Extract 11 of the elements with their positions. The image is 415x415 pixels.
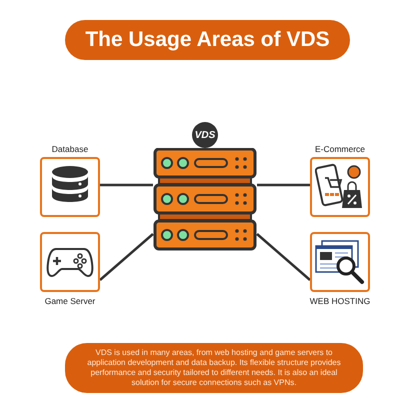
connector-line	[256, 233, 311, 281]
node-label: Game Server	[44, 296, 96, 306]
connector-line	[99, 233, 154, 281]
title-banner: The Usage Areas of VDS	[65, 20, 350, 60]
server-badge: VDS	[192, 122, 218, 148]
connector-line	[257, 184, 310, 186]
node-label: Database	[50, 144, 90, 154]
node-label: E-Commerce	[314, 144, 366, 154]
connector-line	[100, 184, 153, 186]
description-text: VDS is used in many areas, from web hosting and game servers to application development and data backup. Its flexible structure provides performance and security tailored to different needs. It is also an ideal solution for secure connections such as VPNs.	[65, 343, 363, 393]
node-label: WEB HOSTING	[308, 296, 372, 306]
